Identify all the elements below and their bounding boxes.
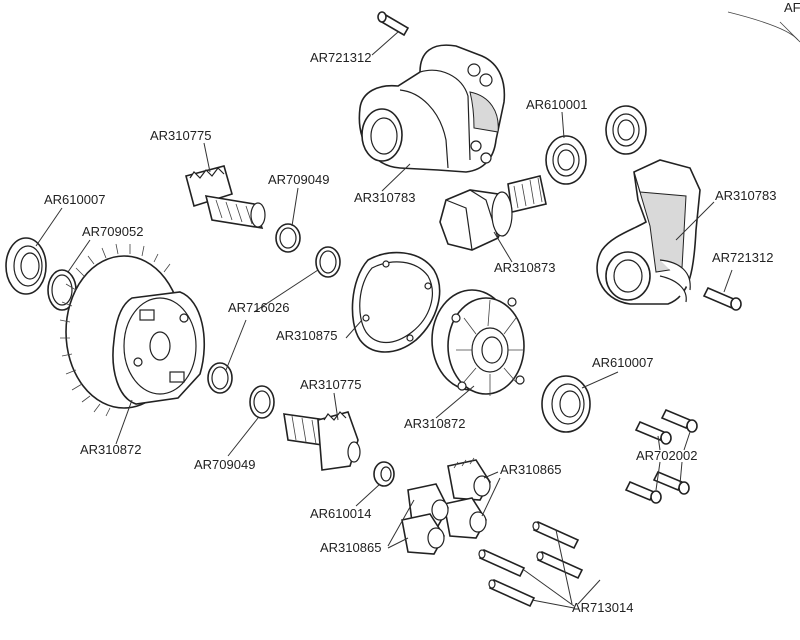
label-ar310775-bottom: AR310775	[300, 377, 362, 392]
screw-ar702002-b	[634, 420, 672, 445]
label-ar716026: AR716026	[228, 300, 290, 315]
label-ar310783-right: AR310783	[715, 188, 777, 203]
bushing-ar610014	[373, 461, 395, 487]
pinion-ar310775-top	[185, 165, 266, 229]
bearing-ar610001-a	[605, 105, 647, 155]
leader-lines	[35, 31, 733, 609]
label-ar610007-left: AR610007	[44, 192, 106, 207]
pin-ar713014-d	[488, 578, 536, 608]
label-ar721312-top: AR721312	[310, 50, 372, 65]
pin-ar713014-c	[478, 548, 526, 578]
bearing-ar610007-right	[541, 375, 591, 433]
screw-ar702002-d	[624, 480, 662, 504]
label-ar709052: AR709052	[82, 224, 144, 239]
spider-gear-ar310865-b	[443, 497, 487, 539]
pinion-ar310873	[439, 175, 547, 251]
spider-gear-ar310865-a	[447, 457, 491, 501]
label-ar310872-left: AR310872	[80, 442, 142, 457]
label-ar310873: AR310873	[494, 260, 556, 275]
label-ar310775-top: AR310775	[150, 128, 212, 143]
screw-ar702002-c	[652, 470, 690, 495]
shim-ar716026-a	[315, 246, 341, 278]
pin-ar721312-top	[377, 11, 410, 37]
label-ar610001: AR610001	[526, 97, 588, 112]
shim-ar709049-bottom	[249, 385, 275, 419]
housing-ar310783-left	[358, 44, 506, 173]
pin-ar713014-b	[536, 550, 584, 580]
label-ar709049-bottom: AR709049	[194, 457, 256, 472]
label-ar702002: AR702002	[636, 448, 698, 463]
partial-edge-label: AF	[784, 0, 800, 15]
label-ar610007-right: AR610007	[592, 355, 654, 370]
spider-gear-ar310865-d	[401, 513, 445, 555]
label-ar310865-bottom: AR310865	[320, 540, 382, 555]
pin-ar721312-right	[702, 286, 742, 311]
housing-ar310783-right	[596, 159, 701, 305]
bearing-ar610007-left	[5, 237, 47, 295]
shim-ar709049-top	[275, 223, 301, 253]
label-ar610014: AR610014	[310, 506, 372, 521]
label-ar310875: AR310875	[276, 328, 338, 343]
pinion-ar310775-bottom	[283, 411, 361, 471]
label-ar310783-left: AR310783	[354, 190, 416, 205]
label-ar310865-top: AR310865	[500, 462, 562, 477]
label-ar721312-right: AR721312	[712, 250, 774, 265]
shim-ar716026-b	[207, 362, 233, 394]
gasket-ar310875	[351, 251, 441, 353]
label-ar713014: AR713014	[572, 600, 634, 615]
pin-ar713014-a	[532, 520, 580, 550]
label-ar310872-center: AR310872	[404, 416, 466, 431]
screw-ar702002-a	[660, 408, 698, 433]
label-ar709049-top: AR709049	[268, 172, 330, 187]
spider-gear-ar310865-c	[407, 483, 449, 527]
frame-edge	[727, 11, 799, 41]
frame-edge-2	[779, 21, 800, 43]
ring-gear-ar310872	[59, 243, 206, 417]
diff-cover-ar310872	[431, 289, 525, 396]
shim-ar709052	[47, 269, 77, 311]
bearing-ar610001-b	[545, 135, 587, 185]
